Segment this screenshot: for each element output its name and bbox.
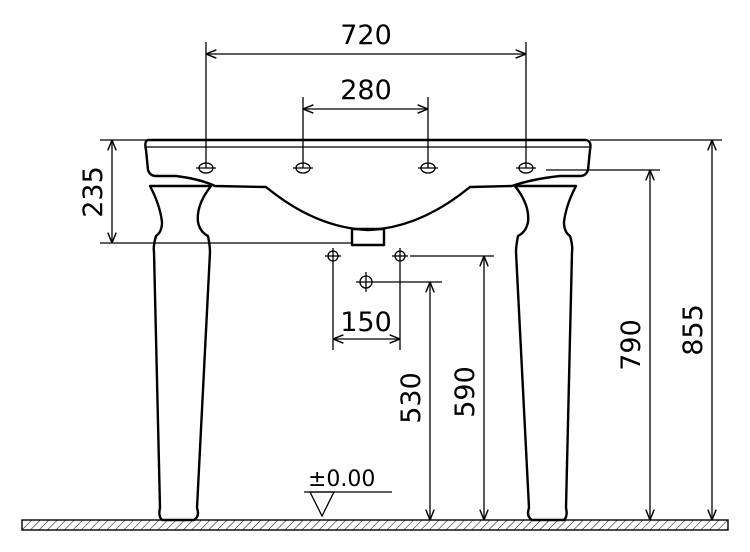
dimension-790-label: 790 (616, 319, 647, 371)
connection-points (325, 248, 408, 292)
dimension-590: 590 (410, 255, 494, 520)
supply-point-right (392, 248, 408, 264)
dimension-530: 530 (376, 281, 442, 520)
tap-holes (196, 162, 536, 174)
dimension-855-label: 855 (678, 304, 709, 356)
basin-top (144, 138, 592, 247)
dimension-235-label: 235 (78, 166, 109, 218)
dimension-590-label: 590 (450, 366, 481, 418)
supply-point-left (325, 248, 341, 264)
floor-level-marker: ±0.00 (304, 467, 392, 518)
dimension-280-label: 280 (340, 75, 392, 106)
left-leg (148, 184, 213, 522)
waste-point (356, 272, 376, 292)
dimension-150: 150 (332, 264, 401, 350)
dimension-720: 720 (205, 20, 527, 168)
right-leg (513, 184, 578, 522)
floor (21, 519, 729, 531)
dimension-530-label: 530 (396, 372, 427, 424)
dimension-790: 790 (546, 169, 660, 520)
dimension-855: 855 (590, 139, 722, 520)
dimension-720-label: 720 (340, 20, 392, 51)
dimension-235: 235 (78, 139, 352, 244)
dimension-150-label: 150 (340, 307, 392, 338)
dimension-280: 280 (302, 75, 429, 168)
floor-level-label: ±0.00 (308, 467, 375, 492)
